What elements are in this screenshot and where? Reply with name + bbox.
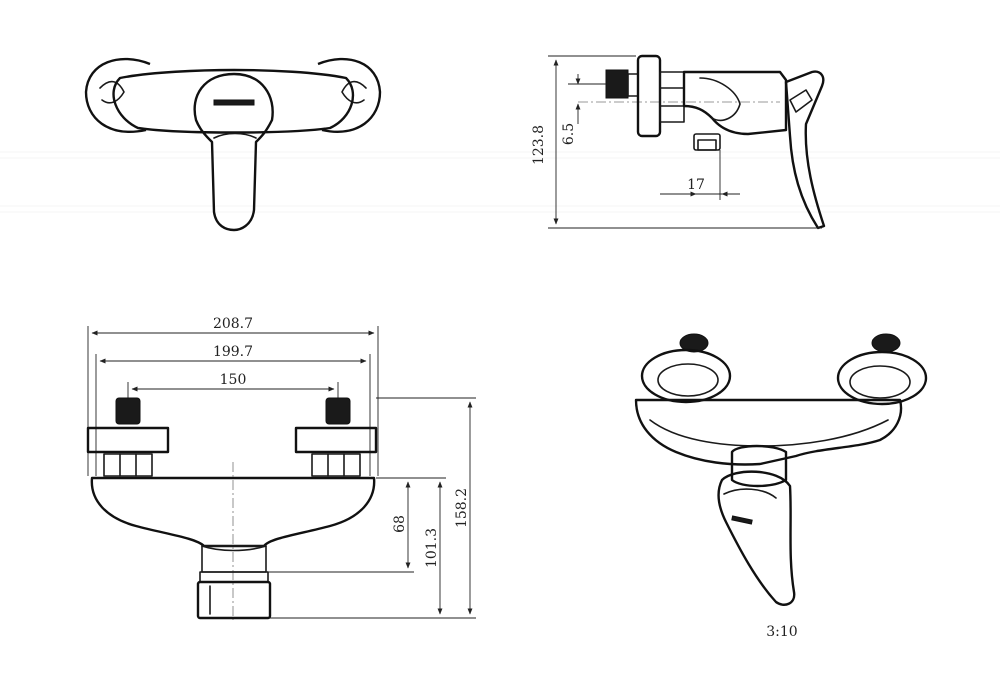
dim-centers: 150 (220, 372, 247, 388)
front-view (86, 326, 476, 620)
top-view (84, 57, 382, 232)
dim-total-height: 158.2 (454, 488, 470, 528)
dim-total-width: 208.7 (213, 316, 253, 332)
brand-logo-plate (213, 99, 255, 106)
background-band (0, 151, 1000, 213)
dim-outlet-height: 101.3 (424, 528, 440, 568)
isometric-view (634, 333, 928, 606)
dim-side-offset: 6.5 (561, 123, 577, 145)
dim-body-height: 68 (392, 515, 408, 533)
dim-side-height: 123.8 (531, 125, 547, 165)
side-view (548, 54, 826, 230)
dim-side-outlet: 17 (687, 177, 705, 193)
dim-body-width: 199.7 (213, 344, 253, 360)
scale-label: 3:10 (766, 624, 797, 640)
